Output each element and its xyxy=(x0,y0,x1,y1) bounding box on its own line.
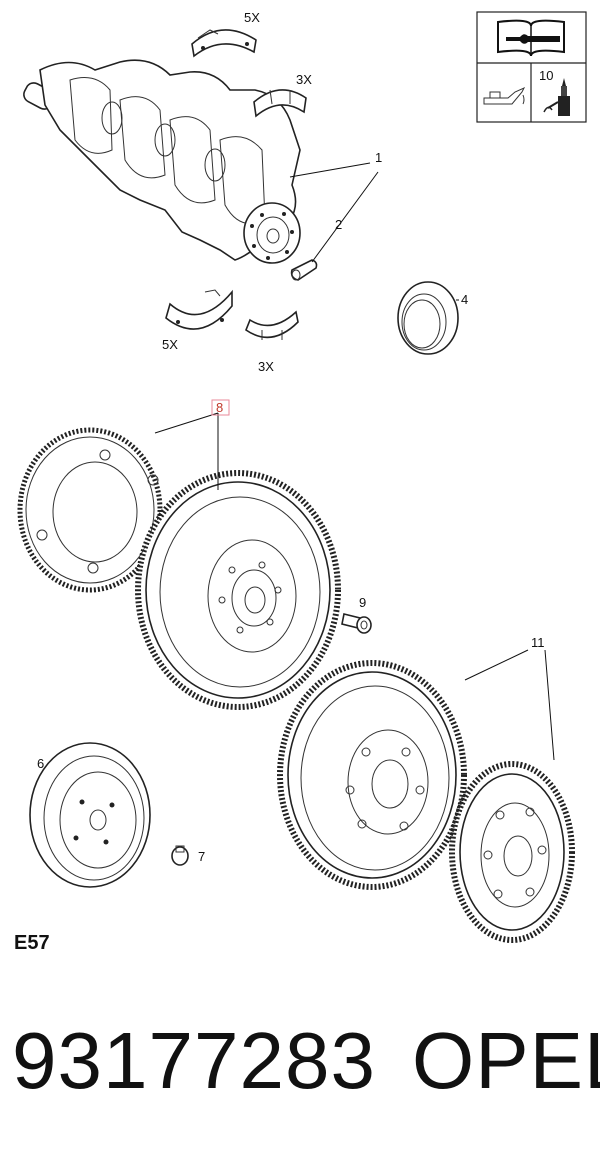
callout-qty-main-bearing-top: 5X xyxy=(244,10,260,25)
callout-2: 2 xyxy=(335,217,342,232)
callout-8-highlight[interactable]: 8 xyxy=(211,399,230,416)
callout-qty-main-bearing-bottom: 5X xyxy=(162,337,178,352)
diagram-code: E57 xyxy=(14,932,50,954)
dual-mass-flywheel-secondary xyxy=(449,761,575,943)
sealant-tube-icon xyxy=(543,78,570,116)
thrust-bearing-bottom xyxy=(245,310,299,340)
callout-qty-thrust-bottom: 3X xyxy=(258,359,274,374)
crankshaft-pulley xyxy=(29,742,151,888)
manual-book-icon xyxy=(497,19,565,57)
callout-4: 4 xyxy=(461,292,468,307)
callout-9: 9 xyxy=(359,595,366,610)
pulley-bolt xyxy=(171,845,189,866)
dual-mass-flywheel xyxy=(277,660,467,890)
callout-qty-thrust-top: 3X xyxy=(296,72,312,87)
ring-gear xyxy=(17,427,163,593)
flywheel-bolt xyxy=(341,613,372,634)
leader-lines xyxy=(154,162,555,761)
main-bearing-bottom xyxy=(165,289,233,330)
dowel-pin xyxy=(290,259,318,281)
callout-8[interactable]: 8 xyxy=(216,400,223,415)
brand-name: OPEL xyxy=(412,1016,600,1105)
callout-11: 11 xyxy=(531,635,545,650)
callout-6: 6 xyxy=(37,756,44,771)
callout-10: 10 xyxy=(539,68,553,83)
reference-box: 10 xyxy=(476,11,587,123)
part-number: 93177283 xyxy=(12,1016,376,1105)
callout-7: 7 xyxy=(198,849,205,864)
flywheel-single-mass xyxy=(135,470,341,710)
callout-1: 1 xyxy=(375,150,382,165)
oil-can-icon xyxy=(483,86,526,105)
crankshaft xyxy=(23,59,301,264)
main-bearing-top xyxy=(191,29,257,58)
thrust-bearing-top xyxy=(253,89,307,118)
oil-seal-ring xyxy=(397,281,459,355)
